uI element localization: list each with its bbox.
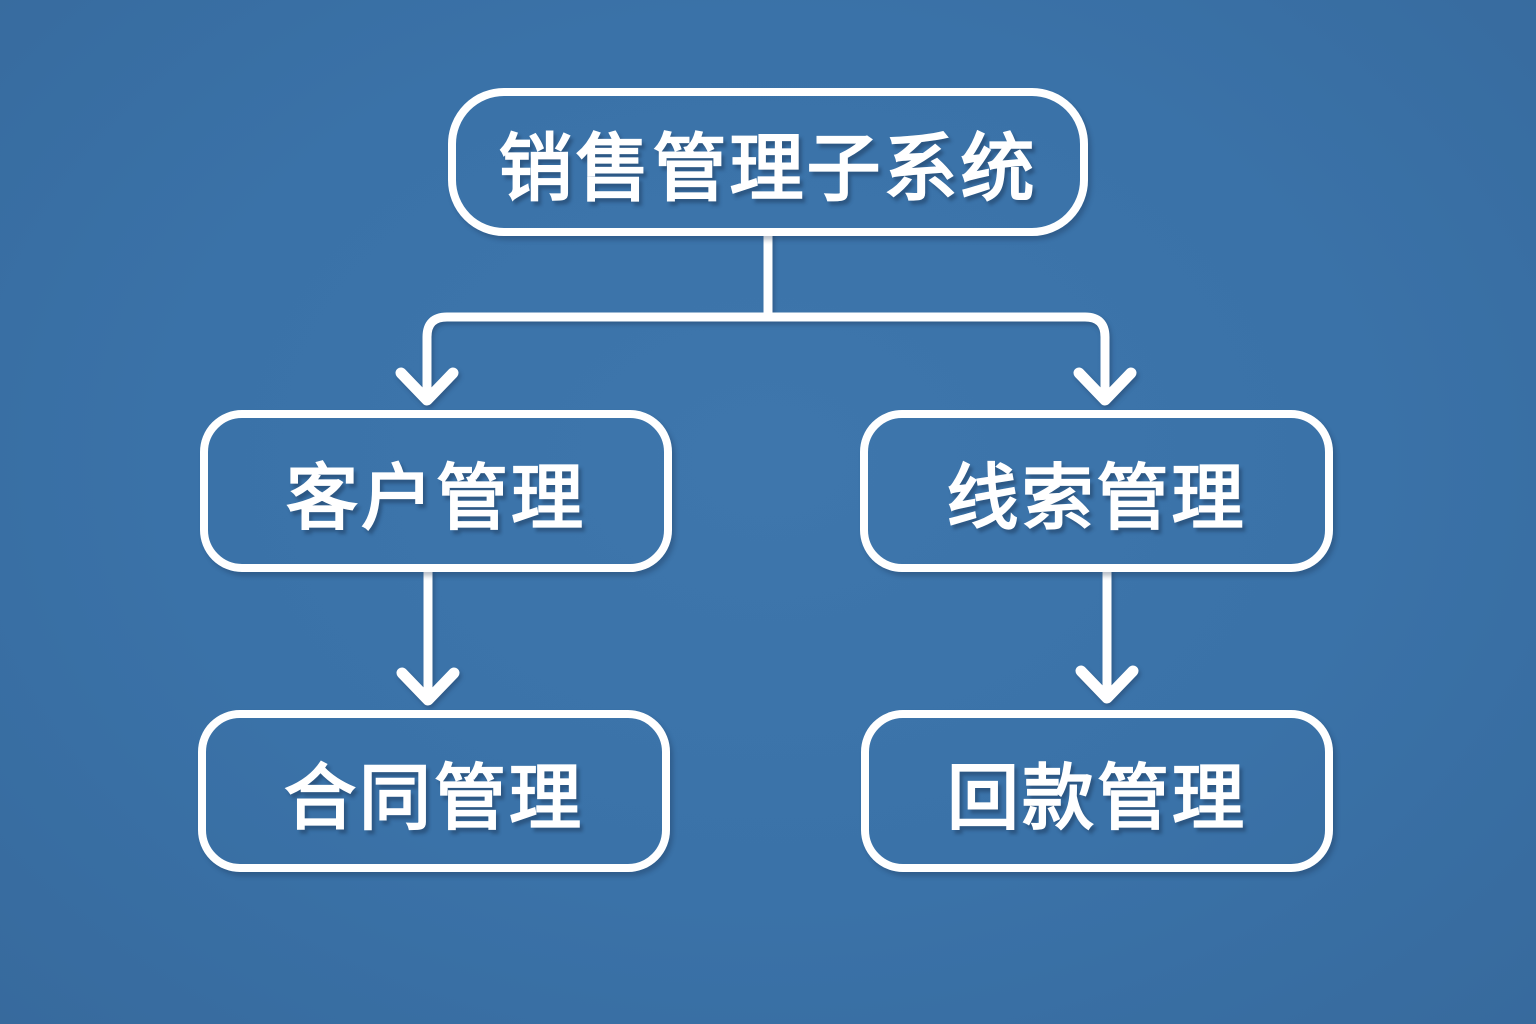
node-label: 线索管理 bbox=[946, 458, 1247, 539]
arrowhead-to-customer bbox=[395, 367, 459, 406]
node-customer-management: 客户管理 bbox=[200, 410, 672, 572]
node-label: 回款管理 bbox=[946, 758, 1247, 839]
node-label: 客户管理 bbox=[285, 458, 586, 539]
arrowhead-to-lead bbox=[1073, 367, 1137, 406]
connector-branch-bar bbox=[422, 312, 1110, 403]
node-label: 合同管理 bbox=[283, 758, 584, 839]
node-contract-management: 合同管理 bbox=[198, 710, 670, 872]
node-payment-management: 回款管理 bbox=[861, 710, 1333, 872]
node-sales-management-subsystem: 销售管理子系统 bbox=[448, 88, 1088, 236]
node-label: 销售管理子系统 bbox=[498, 126, 1038, 210]
arrowhead-to-payment bbox=[1075, 665, 1139, 704]
node-lead-management: 线索管理 bbox=[860, 410, 1333, 572]
arrowhead-to-contract bbox=[396, 667, 460, 706]
